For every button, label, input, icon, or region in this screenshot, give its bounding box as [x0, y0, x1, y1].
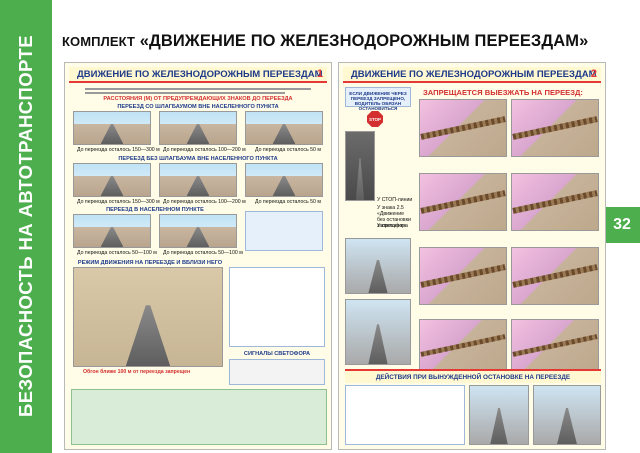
road-scene: [159, 111, 237, 145]
section-forbidden: ЗАПРЕЩАЕТСЯ ВЫЕЗЖАТЬ НА ПЕРЕЕЗД:: [423, 88, 583, 97]
road-scene: [73, 111, 151, 145]
rules-text-block: [229, 267, 325, 347]
forbidden-scene: [419, 99, 507, 157]
section-signals: СИГНАЛЫ СВЕТОФОРА: [243, 351, 311, 357]
poster-2-number: 2: [590, 68, 597, 80]
caption: До переезда осталось 150—300 м: [77, 199, 160, 205]
stop-list-item: У светофора: [377, 223, 408, 229]
stop-list-item: У СТОП-линии: [377, 197, 413, 203]
section-forced-stop: ДЕЙСТВИЯ ПРИ ВЫНУЖДЕННОЙ ОСТАНОВКЕ НА ПЕ…: [375, 374, 571, 381]
caption: До переезда осталось 50—100 м: [77, 250, 157, 256]
road-scene: [245, 163, 323, 197]
section-with-barrier: ПЕРЕЕЗД СО ШЛАГБАУМОМ ВНЕ НАСЕЛЕННОГО ПУ…: [117, 104, 279, 110]
intro-text-line: [85, 92, 285, 94]
forbidden-scene: [511, 247, 599, 305]
page-title: КОМПЛЕКТ «ДВИЖЕНИЕ ПО ЖЕЛЕЗНОДОРОЖНЫМ ПЕ…: [62, 32, 588, 51]
road-scene: [159, 163, 237, 197]
title-main: «ДВИЖЕНИЕ ПО ЖЕЛЕЗНОДОРОЖНЫМ ПЕРЕЕЗДАМ»: [139, 32, 589, 50]
caption: До переезда осталось 150—300 м: [77, 147, 160, 153]
caption: До переезда осталось 50 м: [255, 147, 321, 153]
sidebar-title: БЕЗОПАСНОСТЬ НА АВТОТРАНСПОРТЕ: [15, 35, 36, 417]
train-scene: [345, 299, 411, 365]
caption: До переезда осталось 50—100 м: [163, 250, 243, 256]
sidebar: БЕЗОПАСНОСТЬ НА АВТОТРАНСПОРТЕ: [0, 0, 52, 453]
caption: До переезда осталось 50 м: [255, 199, 321, 205]
forced-stop-header: ДЕЙСТВИЯ ПРИ ВЫНУЖДЕННОЙ ОСТАНОВКЕ НА ПЕ…: [345, 369, 601, 383]
signals-table: [71, 389, 327, 445]
poster-2-title: ДВИЖЕНИЕ ПО ЖЕЛЕЗНОДОРОЖНЫМ ПЕРЕЕЗДАМ: [351, 69, 597, 80]
section-stop: ЕСЛИ ДВИЖЕНИЕ ЧЕРЕЗ ПЕРЕЕЗД ЗАПРЕЩЕНО, В…: [349, 91, 407, 111]
poster-1-number: 1: [316, 68, 323, 80]
poster-1-header: ДВИЖЕНИЕ ПО ЖЕЛЕЗНОДОРОЖНЫМ ПЕРЕЕЗДАМ 1: [69, 67, 327, 83]
forbidden-scene: [511, 319, 599, 371]
section-modes: РЕЖИМ ДВИЖЕНИЯ НА ПЕРЕЕЗДЕ И ВБЛИЗИ НЕГО: [77, 260, 223, 266]
caption: До переезда осталось 100—200 м: [163, 199, 246, 205]
stop-sign-icon: STOP: [367, 111, 383, 127]
forced-stop-scene: [533, 385, 601, 445]
poster-1[interactable]: ДВИЖЕНИЕ ПО ЖЕЛЕЗНОДОРОЖНЫМ ПЕРЕЕЗДАМ 1 …: [64, 62, 332, 450]
section-without-barrier: ПЕРЕЕЗД БЕЗ ШЛАГБАУМА ВНЕ НАСЕЛЕННОГО ПУ…: [118, 156, 278, 162]
road-scene: [73, 163, 151, 197]
intro-text-line: [85, 88, 311, 90]
page-number-badge: 32: [604, 207, 640, 243]
barrier-scene: [345, 238, 411, 294]
poster-1-title: ДВИЖЕНИЕ ПО ЖЕЛЕЗНОДОРОЖНЫМ ПЕРЕЕЗДАМ: [77, 69, 323, 80]
stop-section-box: ЕСЛИ ДВИЖЕНИЕ ЧЕРЕЗ ПЕРЕЕЗД ЗАПРЕЩЕНО, В…: [345, 87, 411, 111]
stop-line-scene: [345, 131, 375, 201]
signs-panel: [245, 211, 323, 251]
stop-list-item: У знака 2.5 «Движение без остановки запр…: [377, 205, 411, 229]
forbidden-scene: [419, 173, 507, 231]
forced-stop-text: [345, 385, 465, 445]
road-scene: [159, 214, 237, 248]
poster-2-header: ДВИЖЕНИЕ ПО ЖЕЛЕЗНОДОРОЖНЫМ ПЕРЕЕЗДАМ 2: [343, 67, 601, 83]
crossing-scene: [73, 267, 223, 367]
forbidden-scene: [419, 247, 507, 305]
caption: До переезда осталось 100—200 м: [163, 147, 246, 153]
forbidden-scene: [511, 99, 599, 157]
forced-stop-scene: [469, 385, 529, 445]
traffic-lights-panel: [229, 359, 325, 385]
road-scene: [73, 214, 151, 248]
title-prefix: КОМПЛЕКТ: [62, 34, 136, 49]
poster-2[interactable]: ДВИЖЕНИЕ ПО ЖЕЛЕЗНОДОРОЖНЫМ ПЕРЕЕЗДАМ 2 …: [338, 62, 606, 450]
overtaking-caption: Обгон ближе 100 м от переезда запрещен: [83, 369, 191, 375]
section-in-town: ПЕРЕЕЗД В НАСЕЛЕННОМ ПУНКТЕ: [106, 207, 204, 213]
forbidden-scene: [511, 173, 599, 231]
road-scene: [245, 111, 323, 145]
section-distances: РАССТОЯНИЯ (М) ОТ ПРЕДУПРЕЖДАЮЩИХ ЗНАКОВ…: [103, 96, 293, 102]
forbidden-scene: [419, 319, 507, 371]
